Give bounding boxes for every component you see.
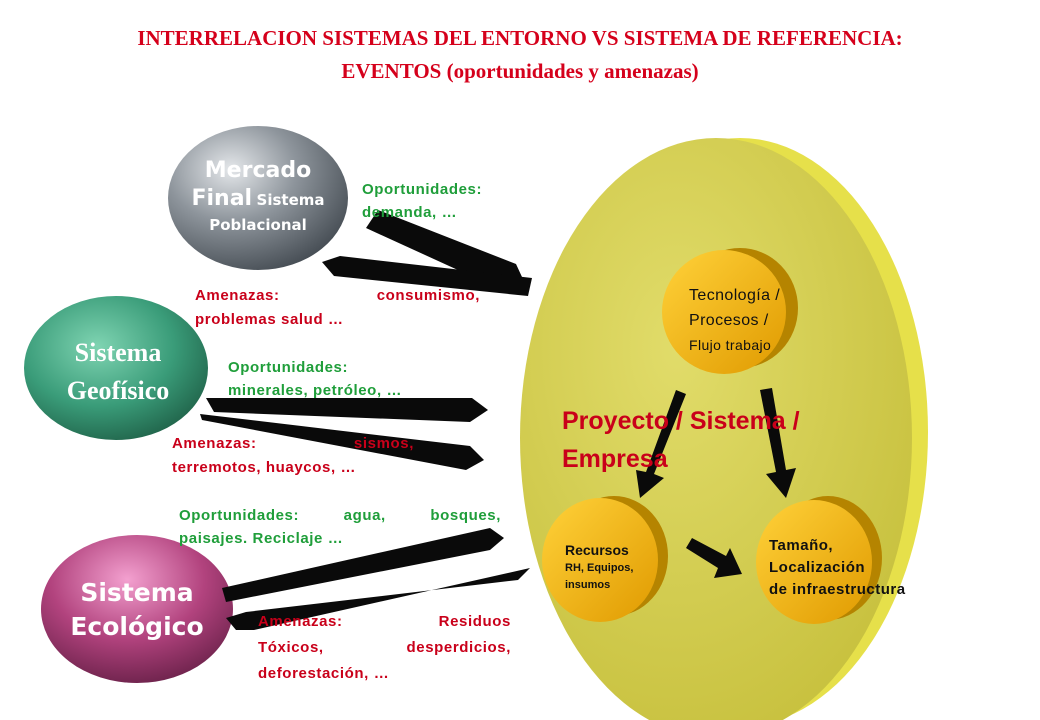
geo-opp-line-1: Oportunidades: [228, 359, 349, 376]
ecologico-circle [41, 535, 233, 683]
eco-thr-line-1: Amenazas: Residuos [258, 613, 511, 630]
tecnologia-line-1: Tecnología / [689, 287, 781, 304]
geo-thr-line-1: Amenazas: sismos, [172, 435, 414, 452]
ecologico-line-2: Ecológico [70, 612, 204, 641]
mercado-opp-line-1: Oportunidades: [362, 181, 483, 198]
tamano-line-2: Localización [769, 559, 866, 576]
recursos-line-3: insumos [565, 579, 611, 591]
page-title: INTERRELACION SISTEMAS DEL ENTORNO VS SI… [0, 22, 1040, 88]
arrow-tecnologia-to-recursos [636, 390, 686, 498]
tecnologia-label: Tecnología / Procesos / Flujo trabajo [689, 283, 780, 358]
tecnologia-line-3: Flujo trabajo [689, 337, 772, 353]
geofisico-circle [24, 296, 208, 440]
mercado-opp-line-2: demanda, … [362, 204, 458, 221]
project-label: Proyecto / Sistema / Empresa [562, 402, 800, 478]
recursos-shape [542, 496, 668, 622]
recursos-line-2: RH, Equipos, [565, 562, 634, 574]
arrow-mercado-opportunity [366, 210, 528, 292]
tamano-line-1: Tamaño, [769, 537, 834, 554]
mercado-line-2a: Final [191, 186, 253, 211]
title-line-1: INTERRELACION SISTEMAS DEL ENTORNO VS SI… [137, 26, 903, 50]
eco-thr-line-3: deforestación, … [258, 665, 390, 682]
ecologico-line-1: Sistema [80, 578, 194, 607]
eco-opp-line-1: Oportunidades: agua, bosques, [179, 507, 501, 524]
recursos-label: Recursos RH, Equipos, insumos [565, 540, 633, 594]
mercado-opportunity-text: Oportunidades: demanda, … [362, 178, 482, 224]
mercado-thr-line-2: problemas salud … [195, 311, 344, 328]
geo-thr-line-2: terremotos, huaycos, … [172, 459, 357, 476]
arrow-eco-opportunity [222, 528, 504, 602]
eco-opp-line-2: paisajes. Reciclaje … [179, 530, 344, 547]
title-line-2: EVENTOS (oportunidades y amenazas) [341, 59, 699, 83]
eco-threat-text: Amenazas: Residuos Tóxicos, desperdicios… [258, 609, 511, 687]
project-line-1: Proyecto / Sistema / [562, 407, 800, 435]
tamano-line-3: de infraestructura [769, 581, 906, 598]
tecnologia-shape [662, 248, 798, 374]
arrow-recursos-to-tamano [686, 538, 742, 578]
geo-opp-line-2: minerales, petróleo, … [228, 382, 403, 399]
tamano-label: Tamaño, Localización de infraestructura [769, 535, 906, 601]
eco-thr-line-2: Tóxicos, desperdicios, [258, 639, 511, 656]
tamano-shape [756, 496, 882, 624]
mercado-thr-line-1: Amenazas: consumismo, [195, 287, 480, 304]
flow-arrows [200, 210, 532, 630]
ecologico-label: Sistema Ecológico [42, 576, 232, 644]
geo-threat-text: Amenazas: sismos, terremotos, huaycos, … [172, 432, 414, 480]
project-line-2: Empresa [562, 445, 668, 473]
mercado-line-3: Poblacional [209, 216, 307, 234]
mercado-line-1: Mercado [204, 158, 312, 183]
geo-opportunity-text: Oportunidades: minerales, petróleo, … [228, 356, 402, 402]
arrow-geo-threat [200, 414, 484, 470]
cycle-arrows [636, 388, 796, 578]
arrow-tecnologia-to-tamano [760, 388, 796, 498]
geofisico-line-2: Geofísico [66, 376, 170, 405]
mercado-circle [168, 126, 348, 270]
arrow-geo-opportunity [206, 398, 488, 422]
arrow-eco-threat [226, 568, 530, 630]
tecnologia-line-2: Procesos / [689, 312, 769, 329]
geofisico-label: Sistema Geofísico [28, 334, 208, 410]
eco-opportunity-text: Oportunidades: agua, bosques, paisajes. … [179, 504, 501, 550]
mercado-line-2b: Sistema [256, 191, 325, 209]
recursos-line-1: Recursos [565, 542, 629, 558]
geofisico-line-1: Sistema [74, 338, 162, 367]
mercado-threat-text: Amenazas: consumismo, problemas salud … [195, 284, 480, 332]
arrow-mercado-threat [322, 256, 532, 296]
mercado-line-2: Final Sistema [168, 185, 348, 215]
mercado-label: Mercado Final Sistema Poblacional [168, 157, 348, 235]
